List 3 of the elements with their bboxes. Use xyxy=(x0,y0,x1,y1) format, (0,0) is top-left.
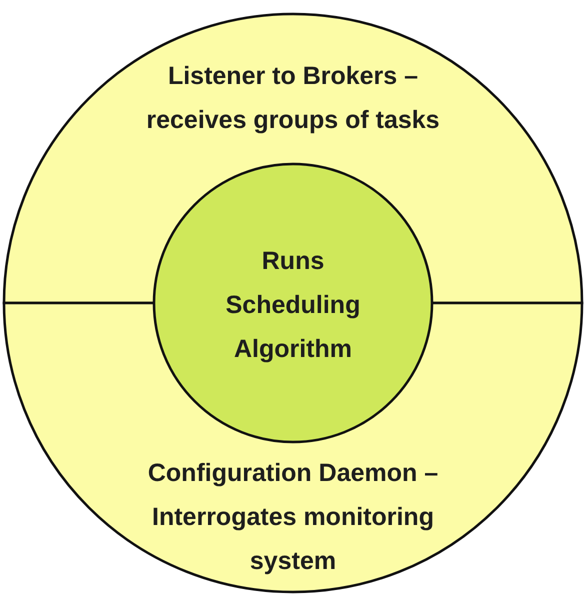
region-label: Runs Scheduling Algorithm xyxy=(224,246,362,365)
region-label: Listener to Brokers – receives groups of tasks xyxy=(145,61,441,136)
region-label: Configuration Daemon – Interrogates monitoring system xyxy=(146,458,440,577)
